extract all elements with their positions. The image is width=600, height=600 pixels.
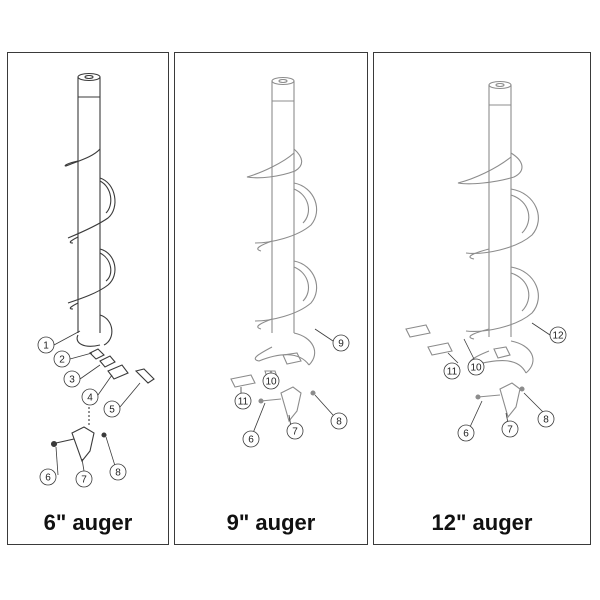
callouts-12-inch: 12 11 10 6 7 8 xyxy=(443,322,567,442)
callout-label: 9 xyxy=(338,339,344,350)
callout-label: 4 xyxy=(87,393,93,404)
panel-caption: 6" auger xyxy=(43,510,133,535)
auger-12-diagram: 12 11 10 6 7 8 xyxy=(405,80,567,442)
callout-label: 11 xyxy=(238,397,249,408)
callout-label: 3 xyxy=(69,375,75,386)
callout-label: 12 xyxy=(552,331,564,342)
callout-label: 5 xyxy=(109,405,115,416)
callout-label: 6 xyxy=(248,435,254,446)
panel-9-inch-auger: 9 10 11 6 7 8 9" auger xyxy=(174,52,368,545)
callouts-9-inch: 9 10 11 6 7 8 xyxy=(234,328,350,448)
callout-label: 11 xyxy=(447,367,458,378)
callout-label: 8 xyxy=(336,417,342,428)
auger-6-diagram: 1 2 3 4 5 6 7 8 xyxy=(37,72,155,488)
callout-label: 6 xyxy=(45,473,51,484)
auger-9-diagram: 9 10 11 6 7 8 xyxy=(230,76,350,448)
callout-label: 7 xyxy=(81,475,87,486)
callout-label: 7 xyxy=(507,425,513,436)
panel-12-inch-auger: 12 11 10 6 7 8 12" auger xyxy=(373,52,591,545)
callout-label: 10 xyxy=(265,377,277,388)
callout-label: 8 xyxy=(543,415,549,426)
panel-6-inch-auger: 1 2 3 4 5 6 7 8 6" auger xyxy=(7,52,169,545)
panel-caption: 12" auger xyxy=(431,510,533,535)
callouts-6-inch: 1 2 3 4 5 6 7 8 xyxy=(37,330,141,488)
panel-caption: 9" auger xyxy=(226,510,316,535)
callout-label: 7 xyxy=(292,427,298,438)
callout-label: 2 xyxy=(59,355,65,366)
callout-label: 8 xyxy=(115,468,121,479)
callout-label: 10 xyxy=(470,363,482,374)
callout-label: 6 xyxy=(463,429,469,440)
callout-label: 1 xyxy=(43,341,49,352)
